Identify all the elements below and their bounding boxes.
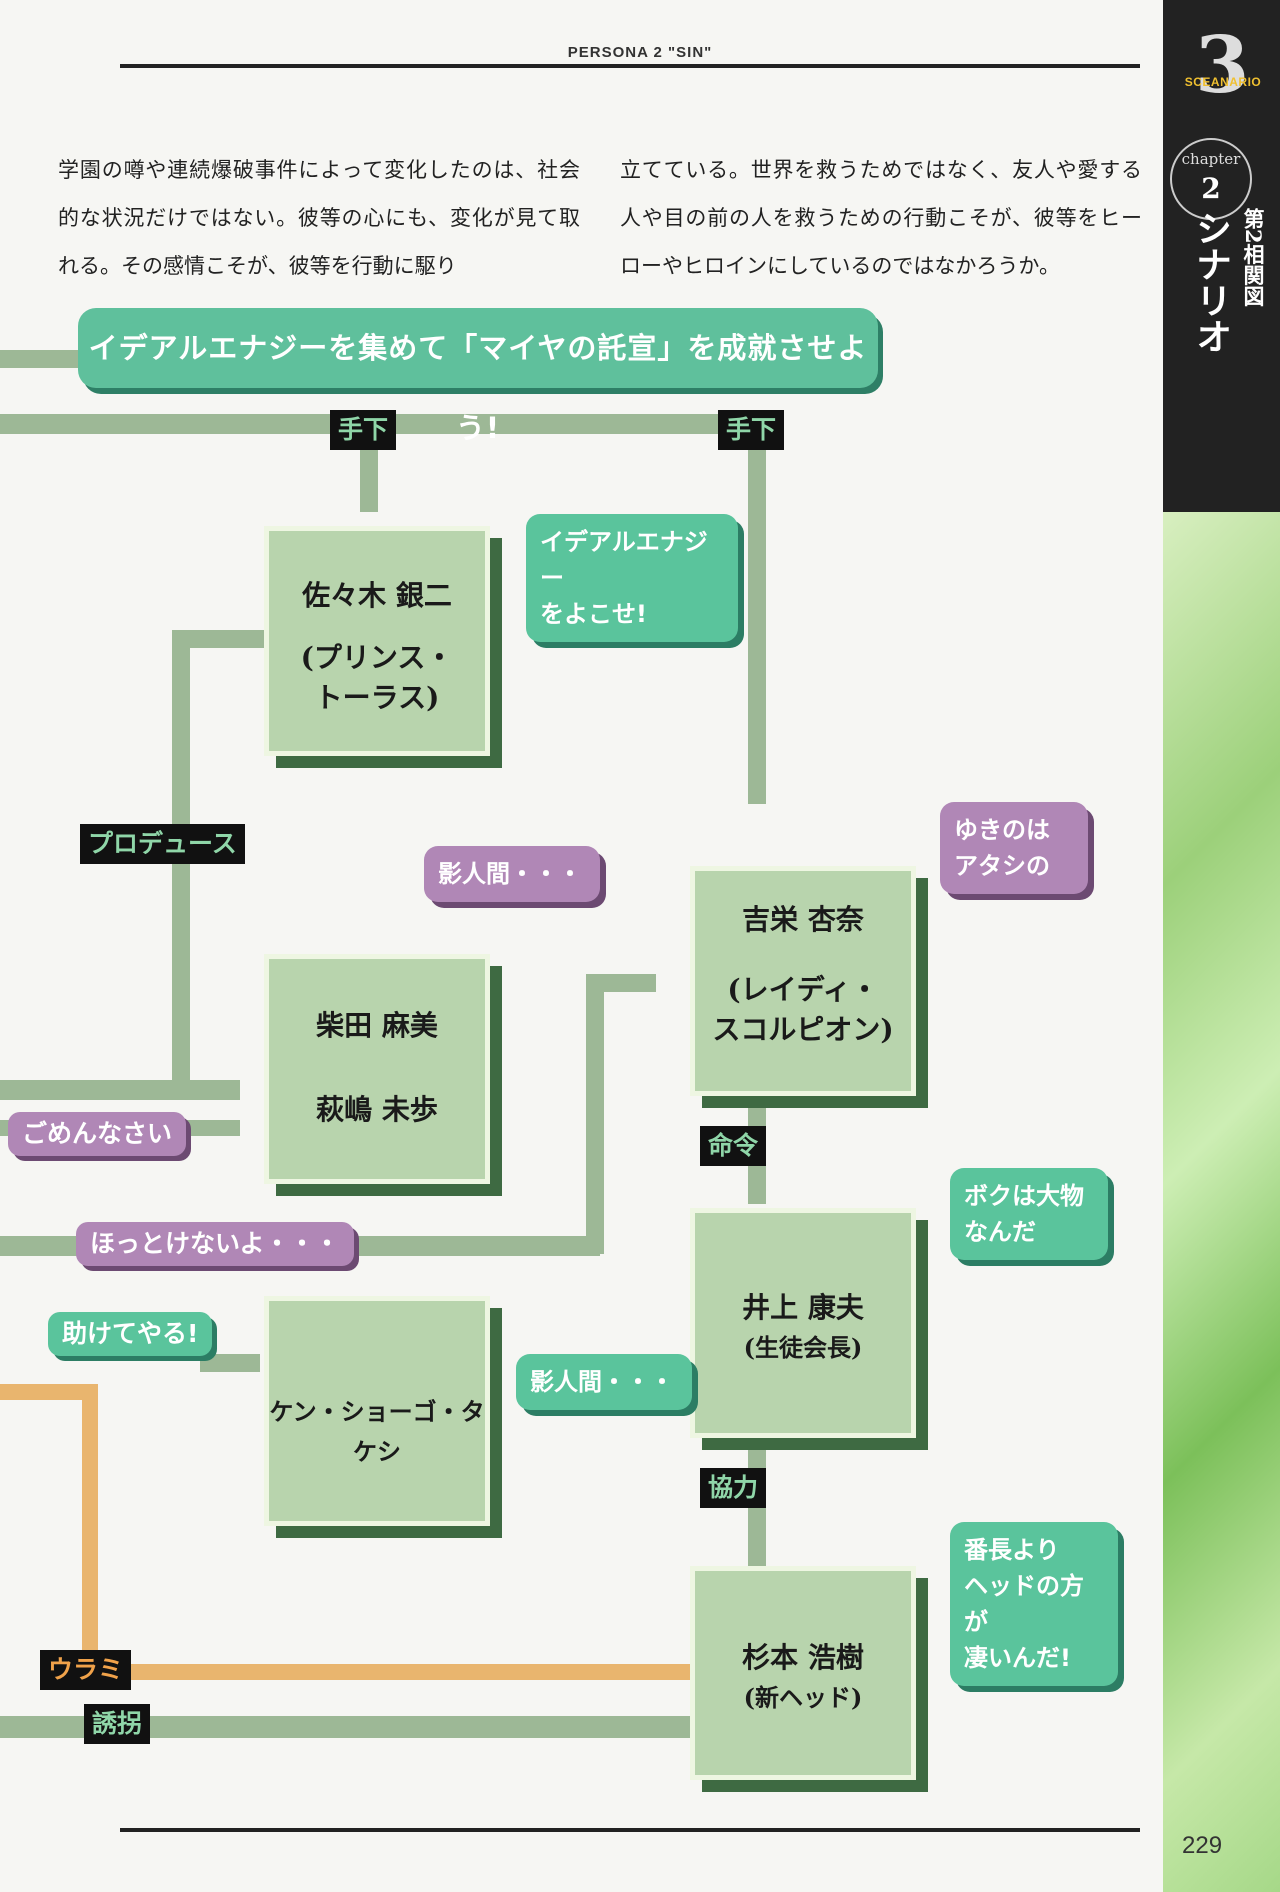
tag-teshita-1: 手下: [330, 410, 397, 450]
arrow-to-yoshie: [748, 434, 766, 804]
chapter-sub-label: SCEANARIO: [1184, 75, 1262, 89]
tag-meirei: 命令: [700, 1126, 767, 1166]
header-rule: [120, 64, 1140, 68]
goal-banner: イデアルエナジーを集めて「マイヤの託宣」を成就させよう!: [78, 308, 878, 445]
ken-name: ケン・ショーゴ・タケシ: [269, 1397, 485, 1466]
line-to-shibata-1: [0, 1080, 240, 1100]
box-sugimoto: 杉本 浩樹 (新ヘッド): [690, 1566, 916, 1780]
box-ken-shogo-takeshi: ケン・ショーゴ・タケシ: [264, 1296, 490, 1526]
bubble-ideal-line-1: イデアルエナジー: [540, 528, 708, 592]
decorative-green-pattern: [1163, 512, 1280, 1892]
sidebar-title: シナリオ: [1190, 210, 1231, 354]
footer-rule: [120, 1828, 1140, 1832]
produce-top-line: [172, 630, 264, 648]
tag-urami: ウラミ: [40, 1650, 132, 1690]
chapter-word: chapter: [1181, 150, 1241, 168]
inoue-name: 井上 康夫: [742, 1291, 864, 1324]
box-shibata-hagishima: 柴田 麻美 萩嶋 未歩: [264, 954, 490, 1184]
bubble-bancho-line-3: 凄いんだ!: [964, 1644, 1071, 1672]
shibata-name: 柴田 麻美: [316, 1009, 438, 1042]
intro-right: 立てている。世界を救うためではなく、友人や愛する人や目の前の人を救うための行動こ…: [620, 158, 1142, 278]
sugimoto-alias: (新ヘッド): [743, 1683, 863, 1712]
bubble-yukino-line-2: アタシの: [954, 852, 1050, 880]
chapter-sidebar: [1163, 0, 1280, 512]
tag-kyoryoku: 協力: [700, 1468, 767, 1508]
sasaki-alias-1: (プリンス・: [300, 641, 454, 674]
pill-hotto: ほっとけないよ・・・: [76, 1222, 354, 1266]
bubble-bancho-line-2: ヘッドの方が: [964, 1572, 1084, 1636]
arrow-to-sasaki: [360, 434, 378, 512]
tag-produce: プロデュース: [80, 824, 245, 864]
bubble-ideal-line-2: をよこせ!: [540, 600, 647, 628]
chapter-number: 2: [1201, 172, 1221, 205]
running-header: PERSONA 2 "SIN": [567, 44, 713, 61]
bubble-boku-line-2: なんだ: [964, 1218, 1036, 1246]
tag-yukai: 誘拐: [84, 1704, 151, 1744]
inoue-alias: (生徒会長): [743, 1333, 863, 1362]
bubble-bancho-line-1: 番長より: [964, 1536, 1060, 1564]
bubble-kage-1-text: 影人間・・・: [438, 860, 582, 888]
bubble-kage-2-text: 影人間・・・: [530, 1368, 674, 1396]
urami-line: [82, 1664, 690, 1680]
bubble-yukino-line-1: ゆきのは: [954, 816, 1050, 844]
sugimoto-name: 杉本 浩樹: [742, 1641, 864, 1674]
page-number: 229: [1182, 1832, 1223, 1859]
sasaki-name: 佐々木 銀二: [302, 579, 452, 612]
chapter-circle: [1170, 138, 1252, 220]
banner-left-line: [0, 350, 90, 368]
sasaki-alias-2: トーラス): [314, 681, 440, 714]
tag-teshita-2: 手下: [718, 410, 785, 450]
tasukete-line: [200, 1354, 260, 1372]
box-yoshie: 吉栄 杏奈 (レイディ・ スコルピオン): [690, 866, 916, 1096]
sidebar-subtitle: 第2相関図: [1241, 208, 1266, 307]
pill-tasukete: 助けてやる!: [48, 1312, 213, 1356]
urami-top-line: [0, 1384, 96, 1400]
box-inoue: 井上 康夫 (生徒会長): [690, 1208, 916, 1438]
box-sasaki: 佐々木 銀二 (プリンス・ トーラス): [264, 526, 490, 756]
chapter-big-number: 3: [1195, 20, 1250, 111]
intro-left: 学園の噂や連続爆破事件によって変化したのは、社会的な状況だけではない。彼等の心に…: [58, 158, 580, 278]
pill-gomen: ごめんなさい: [8, 1112, 187, 1156]
bubble-boku-line-1: ボクは大物: [964, 1182, 1084, 1210]
yoshie-alias-2: スコルピオン): [712, 1013, 894, 1046]
bubble-kage-1: 影人間・・・: [424, 846, 600, 902]
yoshie-name: 吉栄 杏奈: [742, 903, 864, 936]
yoshie-alias-1: (レイディ・: [727, 973, 879, 1006]
yukai-line: [0, 1716, 690, 1738]
bubble-bancho: 番長より ヘッドの方が 凄いんだ!: [950, 1522, 1118, 1686]
bubble-boku: ボクは大物 なんだ: [950, 1168, 1108, 1260]
bubble-kage-2: 影人間・・・: [516, 1354, 692, 1410]
hotto-top-line: [586, 974, 656, 992]
bubble-yukino: ゆきのは アタシの: [940, 802, 1088, 894]
hagishima-name: 萩嶋 未歩: [316, 1093, 438, 1126]
urami-vertical-line: [82, 1384, 98, 1680]
hotto-vertical-line: [586, 974, 604, 1254]
bubble-ideal-energy: イデアルエナジー をよこせ!: [526, 514, 738, 642]
